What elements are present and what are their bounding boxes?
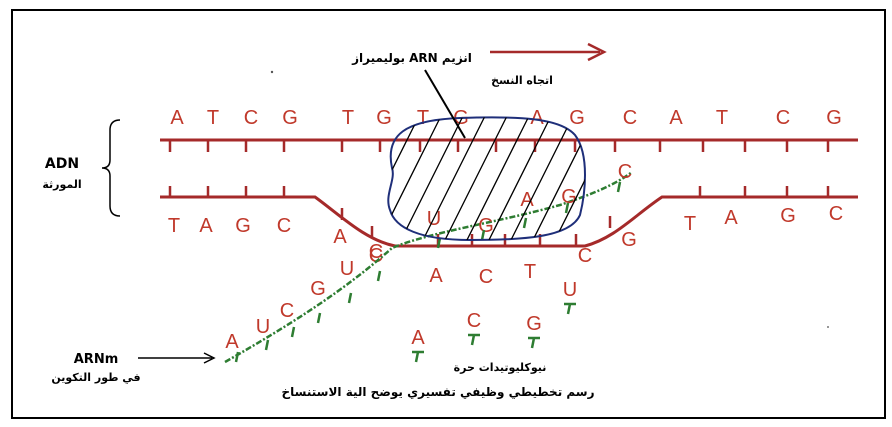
mrna-base: G [561,186,577,208]
mrna-tick [290,326,296,338]
bottom-base: C [369,245,383,267]
free-nucleotide-stem [414,351,420,363]
mrna-base: G [310,278,326,300]
free-nucleotide-stem [566,303,572,315]
top-base: A [170,107,184,129]
free-nucleotide-stem [530,337,536,349]
top-base: T [417,107,429,129]
speck [270,70,274,74]
bottom-base: C [277,215,291,237]
adn-brace [101,119,121,217]
mrna-base: U [340,258,354,280]
rna-polymerase-enzyme [387,116,586,242]
mrna-tick [316,312,322,324]
bottom-base: A [724,207,738,229]
mrna-base: G [478,215,494,237]
bottom-base: A [429,265,443,287]
top-base: T [207,107,219,129]
mrna-tick [522,217,528,229]
top-base: A [530,107,544,129]
bottom-base: G [235,215,251,237]
bottom-base: C [578,245,592,267]
top-base: A [669,107,683,129]
arnm-label: ARNm [74,352,119,367]
mrna-tick [264,339,270,351]
mrna-base: C [280,300,294,322]
free-nucleotides: A C GU [411,279,577,363]
bottom-base: T [684,213,696,235]
top-base: G [282,107,298,129]
bottom-base: G [621,229,637,251]
dna-bottom-ticks [168,186,830,246]
dna-coding-strand-bottom [160,195,858,248]
mrna-tick [564,202,570,214]
top-base: C [623,107,637,129]
mrna-strand [224,171,633,364]
free-nucleotide-base: A [411,327,425,349]
top-base: C [776,107,790,129]
mrna-base: C [618,161,632,183]
free-nucleotide-base: U [563,279,577,301]
enzyme-pointer-line [424,69,466,139]
mrna-base: A [225,331,239,353]
bottom-base: A [199,215,213,237]
top-base: G [569,107,585,129]
mrna-tick [234,351,240,363]
bottom-base: C [479,266,493,288]
arnm-arrow [138,352,216,364]
mrna-tick [480,229,486,241]
adn-sublabel: المورثة [42,178,81,191]
free-nucleotides-label: نيوكليوتيدات حرة [454,361,547,374]
mrna-tick [616,181,622,193]
free-nucleotide-base: G [526,313,542,335]
mrna-tick [436,237,442,249]
bottom-base: T [524,261,536,283]
top-base: C [244,107,258,129]
free-nucleotide-stem [470,334,476,346]
transcription-direction-arrow [490,42,607,62]
adn-label: ADN [45,156,79,172]
speck [827,326,829,328]
figure-caption: رسم تخطيطي وظيفي تفسيري يوضح الية الاستن… [282,385,595,400]
bottom-base: C [829,203,843,225]
mrna-tick [347,292,353,304]
top-base: T [716,107,728,129]
top-base: T [342,107,354,129]
direction-label: اتجاه النسخ [491,74,553,87]
bottom-base: T [168,215,180,237]
diagram-frame [11,9,886,419]
bottom-base: A [333,226,347,248]
top-base: G [826,107,842,129]
mrna-tick [376,270,382,282]
mrna-base: A [520,189,534,211]
mrna-base: U [256,316,270,338]
top-base: G [376,107,392,129]
mrna-bases: AUCGUCUGAGC [225,161,632,363]
enzyme-label: انزيم ARN بوليميراز [351,51,472,66]
dna-top-ticks [168,140,830,152]
arnm-sublabel: في طور التكوين [51,371,140,384]
bottom-base: G [780,205,796,227]
free-nucleotide-base: C [467,310,481,332]
mrna-base: C [369,241,383,263]
